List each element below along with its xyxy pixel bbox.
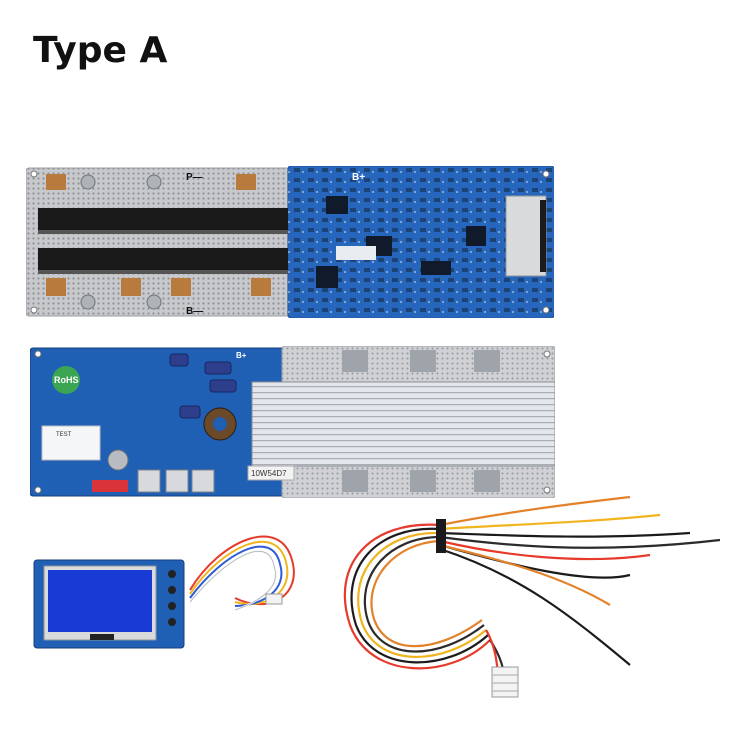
page-title: Type A [33,30,168,71]
bms-power-board: P— B+ B— [26,166,554,318]
label-b-plus-2: B+ [236,351,247,360]
lcd-display-module [33,535,295,649]
label-b-minus: B— [186,306,203,317]
wire-harness [343,495,721,698]
bms-control-board: TEST RoHS B+ 10W54D7 [30,346,555,498]
label-test: TEST [56,432,72,438]
label-p: P— [186,172,203,183]
label-b-plus: B+ [352,172,365,183]
serial-sticker: 10W54D7 [251,469,287,478]
rohs-mark: RoHS [54,375,79,385]
